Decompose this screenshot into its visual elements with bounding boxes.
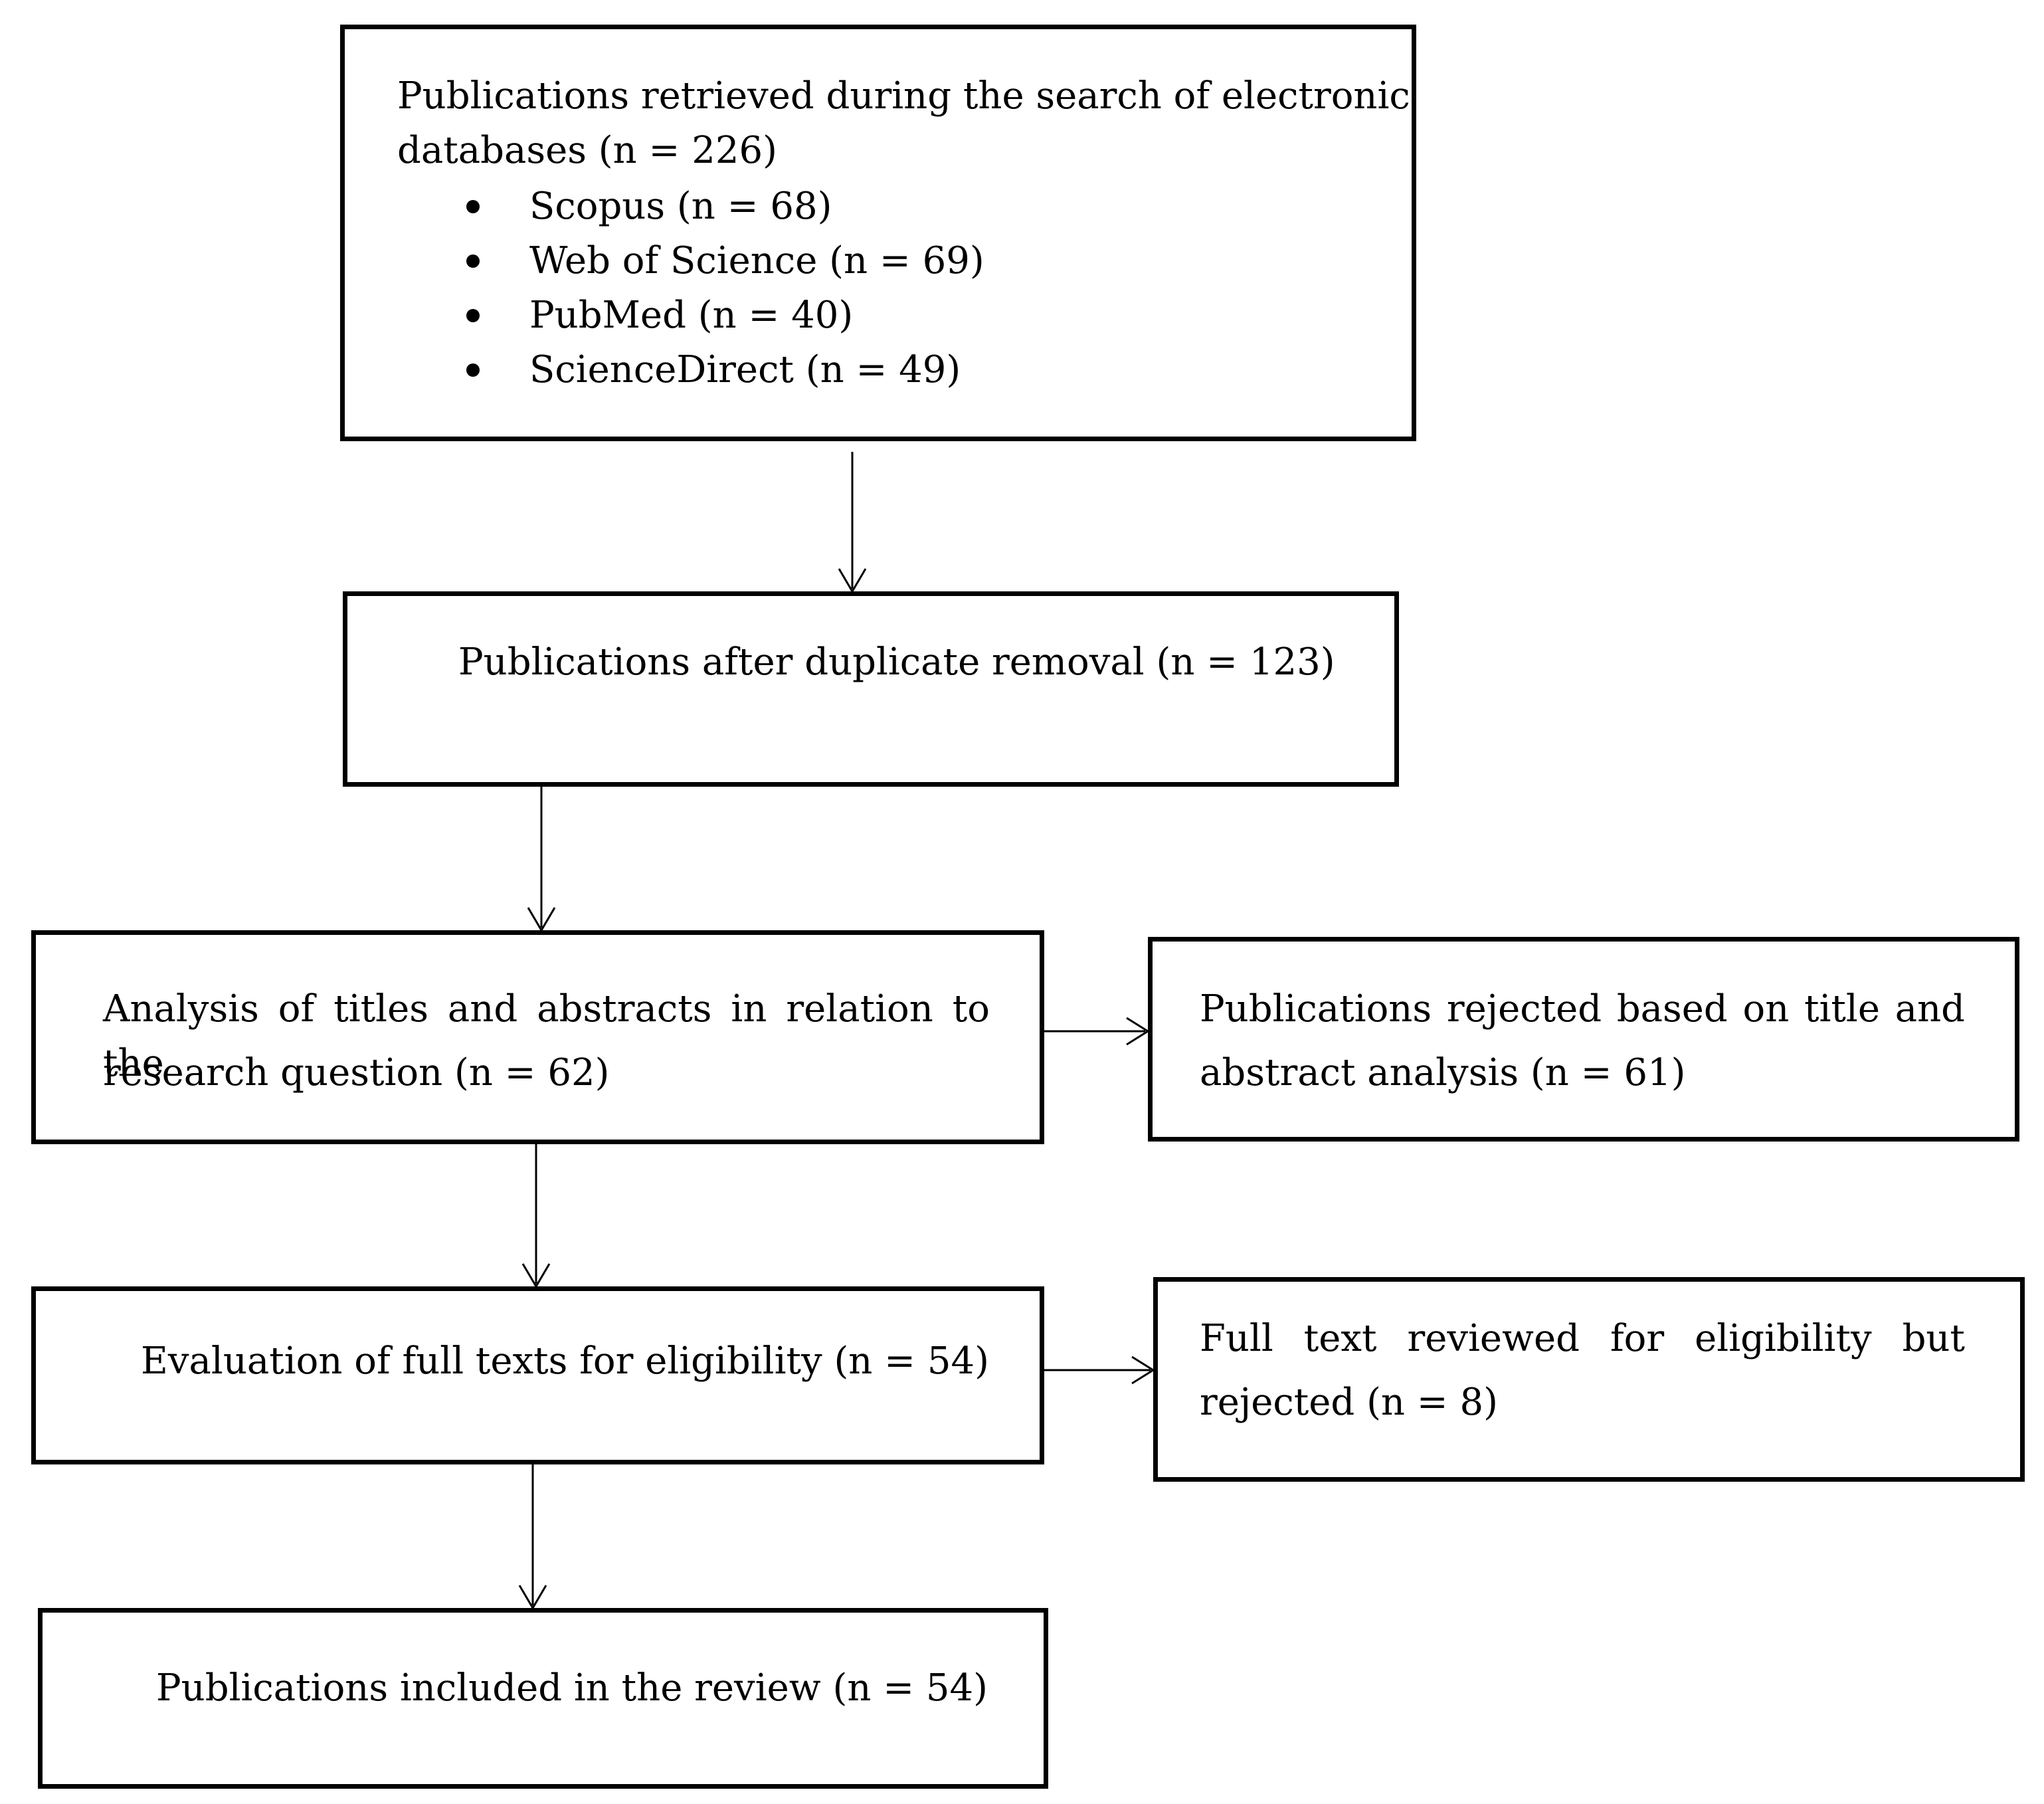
source-sciencedirect: ScienceDirect (n = 49) — [529, 348, 961, 391]
dedup-text: Publications after duplicate removal (n … — [458, 641, 1335, 684]
source-scopus: Scopus (n = 68) — [529, 185, 832, 228]
bullet-web-of-science — [466, 254, 480, 268]
eligibility-excluded-line-1: Full text reviewed for eligibility but — [1200, 1317, 1965, 1360]
source-web-of-science: Web of Science (n = 69) — [529, 239, 984, 282]
search-line-2: databases (n = 226) — [397, 129, 777, 172]
dedup-box — [343, 591, 1399, 787]
search-box — [340, 25, 1416, 441]
bullet-scopus — [466, 200, 480, 213]
screening-excluded-box — [1148, 937, 2019, 1142]
bullet-pubmed — [466, 309, 480, 322]
included-text: Publications included in the review (n =… — [156, 1666, 988, 1710]
eligibility-text: Evaluation of full texts for eligibility… — [141, 1340, 989, 1383]
screening-line-2: research question (n = 62) — [103, 1051, 610, 1094]
eligibility-excluded-line-2: rejected (n = 8) — [1200, 1381, 1498, 1424]
eligibility-box — [31, 1286, 1044, 1464]
screening-box — [31, 930, 1044, 1144]
eligibility-excluded-box — [1153, 1277, 2025, 1482]
source-pubmed: PubMed (n = 40) — [529, 294, 854, 337]
screening-excluded-line-2: abstract analysis (n = 61) — [1200, 1051, 1686, 1094]
screening-excluded-line-1: Publications rejected based on title and — [1200, 987, 1965, 1031]
search-line-1: Publications retrieved during the search… — [397, 74, 1410, 118]
bullet-sciencedirect — [466, 363, 480, 377]
included-box — [38, 1608, 1048, 1789]
screening-line-1: Analysis of titles and abstracts in rela… — [103, 987, 990, 1085]
